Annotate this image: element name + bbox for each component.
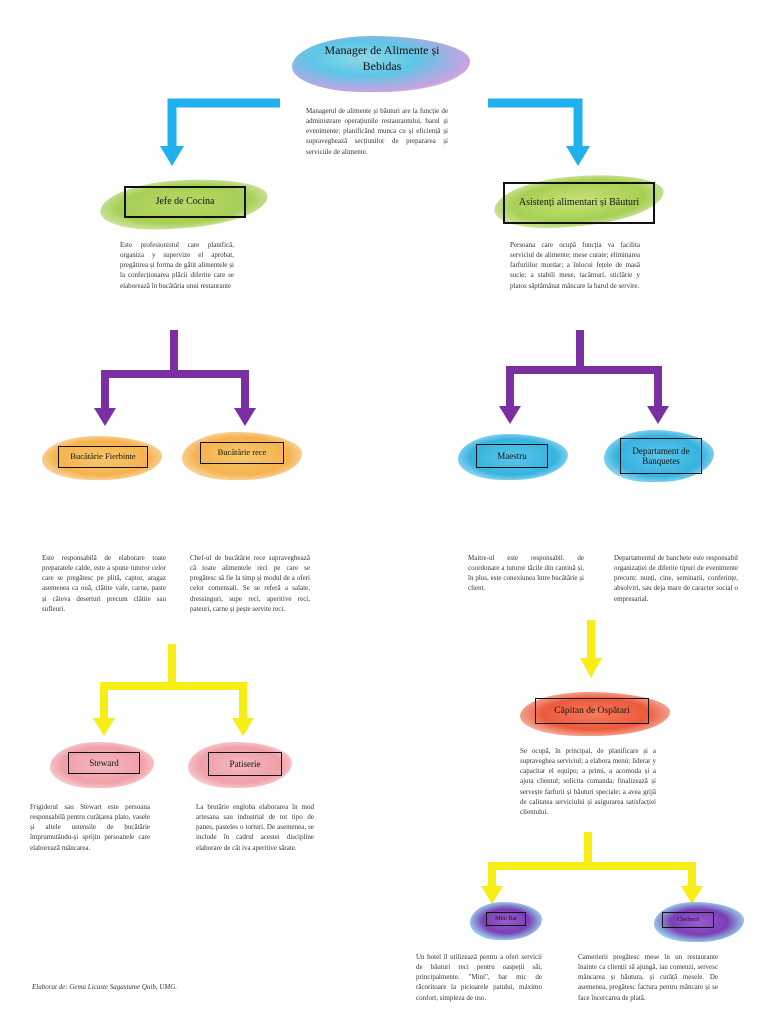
asistenti-description: Persoana care ocupă funcția va facilita …	[510, 241, 640, 290]
rece-description: Chef-ul de bucătărie rece supraveghează …	[190, 554, 310, 613]
rece-watercolor	[182, 432, 302, 480]
patiserie-box: Patiserie	[208, 752, 282, 776]
patiserie-description: La brutărie engloba elaborarea în mod ar…	[196, 803, 314, 852]
mini-bar-watercolor	[470, 902, 542, 940]
banquetes-description: Departamentul de banchete este responsab…	[614, 554, 738, 603]
jefe-description: Este profesionistul care planifică, orga…	[120, 241, 234, 290]
jefe-de-cocina-box: Jefe de Cocina	[124, 186, 246, 218]
steward-watercolor	[50, 742, 154, 788]
mini-bar-box: Mini Bar	[486, 912, 526, 926]
blue-arrows	[167, 98, 583, 150]
capitan-watercolor	[520, 692, 670, 736]
capitan-ospatari-box: Căpitan de Ospătari	[535, 698, 649, 724]
asistenti-box: Asistenți alimentari și Băuturi	[503, 182, 655, 224]
maestru-description: Maitre-ul este responsabil. de coordonar…	[468, 554, 584, 593]
mini-bar-description: Un hotel îl utilizează pentru a oferi se…	[416, 953, 542, 1002]
departament-banquetes-box: Departament de Banquetes	[620, 438, 702, 474]
steward-box: Steward	[68, 752, 140, 774]
capitan-description: Se ocupă, în principal, de planificare ș…	[520, 747, 656, 816]
yellow-arrows	[100, 620, 696, 888]
purple-arrows	[101, 330, 662, 410]
manager-description: Managerul de alimente și băuturi are la …	[306, 107, 448, 156]
bucatarie-rece-box: Bucătărie rece	[200, 442, 284, 464]
bucatarie-fierbinte-box: Bucătărie Fierbinte	[58, 446, 148, 468]
title-watercolor	[292, 36, 470, 92]
chelneri-box: Chelneri	[662, 912, 714, 928]
page-title: Manager de Alimente și Bebidas	[324, 43, 440, 73]
author-footer: Elaborat de: Gema Licaste Sagastume Quib…	[32, 983, 178, 991]
maestru-box: Maestru	[476, 444, 548, 468]
chelneri-watercolor	[654, 902, 744, 942]
steward-description: Frigiderul sau Stewart este persoana res…	[30, 803, 150, 852]
patiserie-watercolor	[188, 742, 292, 788]
fierbinte-watercolor	[42, 436, 162, 480]
chelneri-description: Camerierii pregătesc mese în un restaura…	[578, 953, 718, 1002]
fierbinte-description: Este responsabilă de elaborare toate pre…	[42, 554, 166, 613]
